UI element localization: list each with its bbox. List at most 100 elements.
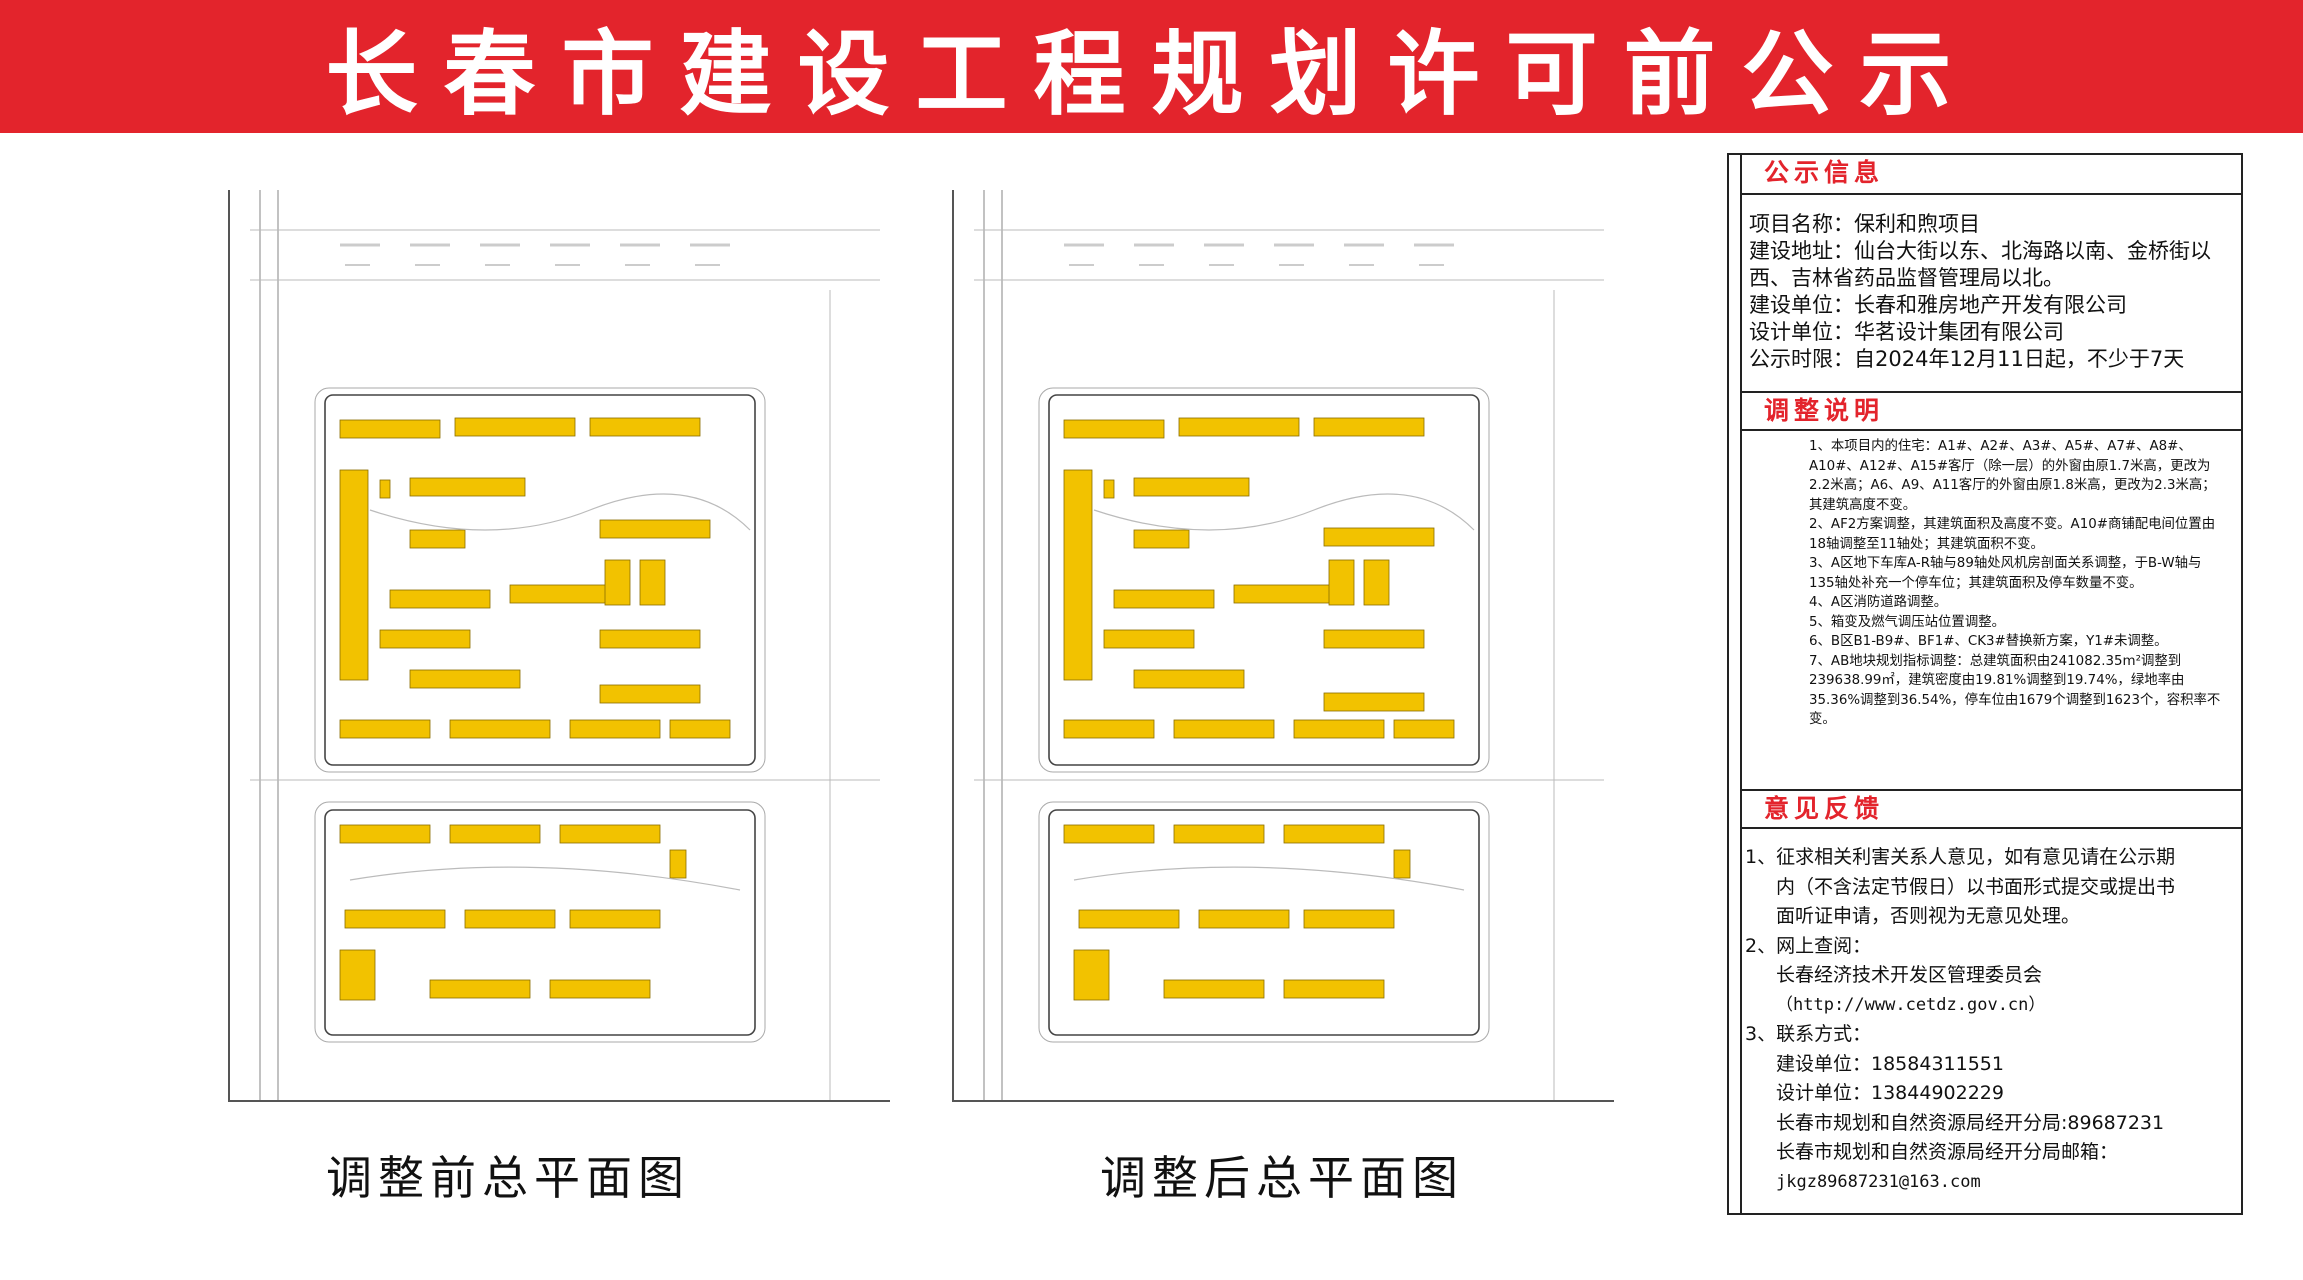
building-footprint xyxy=(1173,719,1275,739)
building-footprint xyxy=(464,909,556,929)
bureau-email[interactable]: jkgz89687231@163.com xyxy=(1776,1171,1981,1192)
building-footprint xyxy=(669,849,687,879)
adjust-item: 5、箱变及燃气调压站位置调整。 xyxy=(1809,614,2005,630)
title-banner: 长春市建设工程规划许可前公示 xyxy=(0,0,2303,133)
building-footprint xyxy=(1063,719,1155,739)
building-footprint xyxy=(1293,719,1385,739)
building-footprint xyxy=(409,477,526,497)
building-footprint xyxy=(454,417,576,437)
adjust-item: 6、B区B1-B9#、BF1#、CK3#替换新方案，Y1#未调整。 xyxy=(1809,634,2168,649)
building-footprint xyxy=(409,529,466,549)
building-footprint xyxy=(559,824,661,844)
building-footprint xyxy=(1173,824,1265,844)
building-footprint xyxy=(1063,824,1155,844)
building-footprint xyxy=(1233,584,1335,604)
site-plan-after-drawing xyxy=(974,190,1604,1100)
building-footprint xyxy=(339,419,441,439)
builder-phone: 建设单位：18584311551 xyxy=(1776,1052,2004,1075)
building-footprint xyxy=(1103,629,1195,649)
building-footprint xyxy=(1103,479,1115,499)
building-footprint xyxy=(339,824,431,844)
adjustment-list: 1、本项目内的住宅：A1#、A2#、A3#、A5#、A7#、A8#、A10#、A… xyxy=(1809,437,2221,730)
parcel-a-road xyxy=(1038,387,1490,773)
building-footprint xyxy=(599,519,711,539)
bureau-phone: 长春市规划和自然资源局经开分局:89687231 xyxy=(1776,1111,2165,1134)
building-footprint xyxy=(604,559,631,606)
parcel-a-road xyxy=(314,387,766,773)
building-footprint xyxy=(429,979,531,999)
feedback-text: 面听证申请，否则视为无意见处理。 xyxy=(1776,905,2081,927)
feedback-text: 1、征求相关利害关系人意见，如有意见请在公示期 xyxy=(1745,846,2176,868)
internal-path xyxy=(369,493,751,531)
adjust-item: 2、AF2方案调整，其建筑面积及高度不变。A10#商铺配电间位置由18轴调整至1… xyxy=(1809,517,2216,552)
banner-title: 长春市建设工程规划许可前公示 xyxy=(325,20,1978,128)
builder-unit: 建设单位：长春和雅房地产开发有限公司 xyxy=(1749,293,2127,317)
building-footprint xyxy=(1323,527,1435,547)
caption-before-plan: 调整前总平面图 xyxy=(326,1151,690,1205)
building-footprint xyxy=(1393,849,1411,879)
building-footprint xyxy=(1323,692,1425,712)
building-footprint xyxy=(1283,979,1385,999)
building-footprint xyxy=(1163,979,1265,999)
building-footprint xyxy=(339,719,431,739)
building-footprint xyxy=(589,417,701,437)
building-footprint xyxy=(1073,949,1110,1001)
building-footprint xyxy=(569,909,661,929)
building-footprint xyxy=(379,479,391,499)
feedback-text: 内（不含法定节假日）以书面形式提交或提出书 xyxy=(1776,875,2176,898)
building-footprint xyxy=(599,629,701,649)
building-footprint xyxy=(639,559,666,606)
internal-path xyxy=(1093,493,1475,531)
building-footprint xyxy=(1393,719,1455,739)
adjust-item: 4、A区消防道路调整。 xyxy=(1809,595,1948,610)
internal-path xyxy=(1073,866,1465,891)
notice-period: 公示时限：自2024年12月11日起，不少于7天 xyxy=(1749,347,2185,371)
section-heading-adjust: 调整说明 xyxy=(1740,391,2241,431)
building-footprint xyxy=(1133,529,1190,549)
parcel-b-road xyxy=(314,801,766,1043)
adjust-item: 1、本项目内的住宅：A1#、A2#、A3#、A5#、A7#、A8#、A10#、A… xyxy=(1809,439,2216,513)
building-footprint xyxy=(339,469,369,681)
building-footprint xyxy=(1063,469,1093,681)
site-plan-after xyxy=(952,190,1614,1102)
building-footprint xyxy=(1328,559,1355,606)
project-name: 项目名称：保利和煦项目 xyxy=(1749,212,1980,236)
building-footprint xyxy=(389,589,491,609)
parcel-b-outline xyxy=(324,809,756,1036)
building-footprint xyxy=(449,824,541,844)
building-footprint xyxy=(1323,629,1425,649)
internal-path xyxy=(349,866,741,891)
building-footprint xyxy=(1303,909,1395,929)
building-footprint xyxy=(1133,477,1250,497)
caption-after-plan: 调整后总平面图 xyxy=(1100,1151,1464,1205)
panel-left-rule xyxy=(1740,155,1742,1213)
parcel-a-outline xyxy=(1048,394,1480,766)
parcel-b-road xyxy=(1038,801,1490,1043)
bureau-email-label: 长春市规划和自然资源局经开分局邮箱： xyxy=(1776,1141,2119,1163)
parcel-a-outline xyxy=(324,394,756,766)
building-footprint xyxy=(549,979,651,999)
building-footprint xyxy=(409,669,521,689)
section-heading-feedback: 意见反馈 xyxy=(1740,789,2241,829)
project-info: 项目名称：保利和煦项目 建设地址：仙台大街以东、北海路以南、金桥街以西、吉林省药… xyxy=(1749,211,2227,373)
site-plan-before-drawing xyxy=(250,190,880,1100)
building-footprint xyxy=(344,909,446,929)
building-footprint xyxy=(1063,419,1165,439)
building-footprint xyxy=(1198,909,1290,929)
building-footprint xyxy=(1363,559,1390,606)
section-heading-info: 公示信息 xyxy=(1740,155,2241,195)
info-panel: 公示信息 项目名称：保利和煦项目 建设地址：仙台大街以东、北海路以南、金桥街以西… xyxy=(1727,153,2243,1215)
site-plan-before xyxy=(228,190,890,1102)
building-footprint xyxy=(1313,417,1425,437)
building-footprint xyxy=(1078,909,1180,929)
building-footprint xyxy=(379,629,471,649)
building-footprint xyxy=(669,719,731,739)
building-footprint xyxy=(569,719,661,739)
building-footprint xyxy=(1178,417,1300,437)
adjust-item: 3、A区地下车库A-R轴与89轴处风机房剖面关系调整，于B-W轴与135轴处补充… xyxy=(1809,556,2202,591)
feedback-content: 1、征求相关利害关系人意见，如有意见请在公示期 内（不含法定节假日）以书面形式提… xyxy=(1745,843,2227,1197)
building-footprint xyxy=(449,719,551,739)
building-footprint xyxy=(1113,589,1215,609)
parcel-b-outline xyxy=(1048,809,1480,1036)
online-lookup-url[interactable]: （http://www.cetdz.gov.cn） xyxy=(1776,994,2046,1015)
